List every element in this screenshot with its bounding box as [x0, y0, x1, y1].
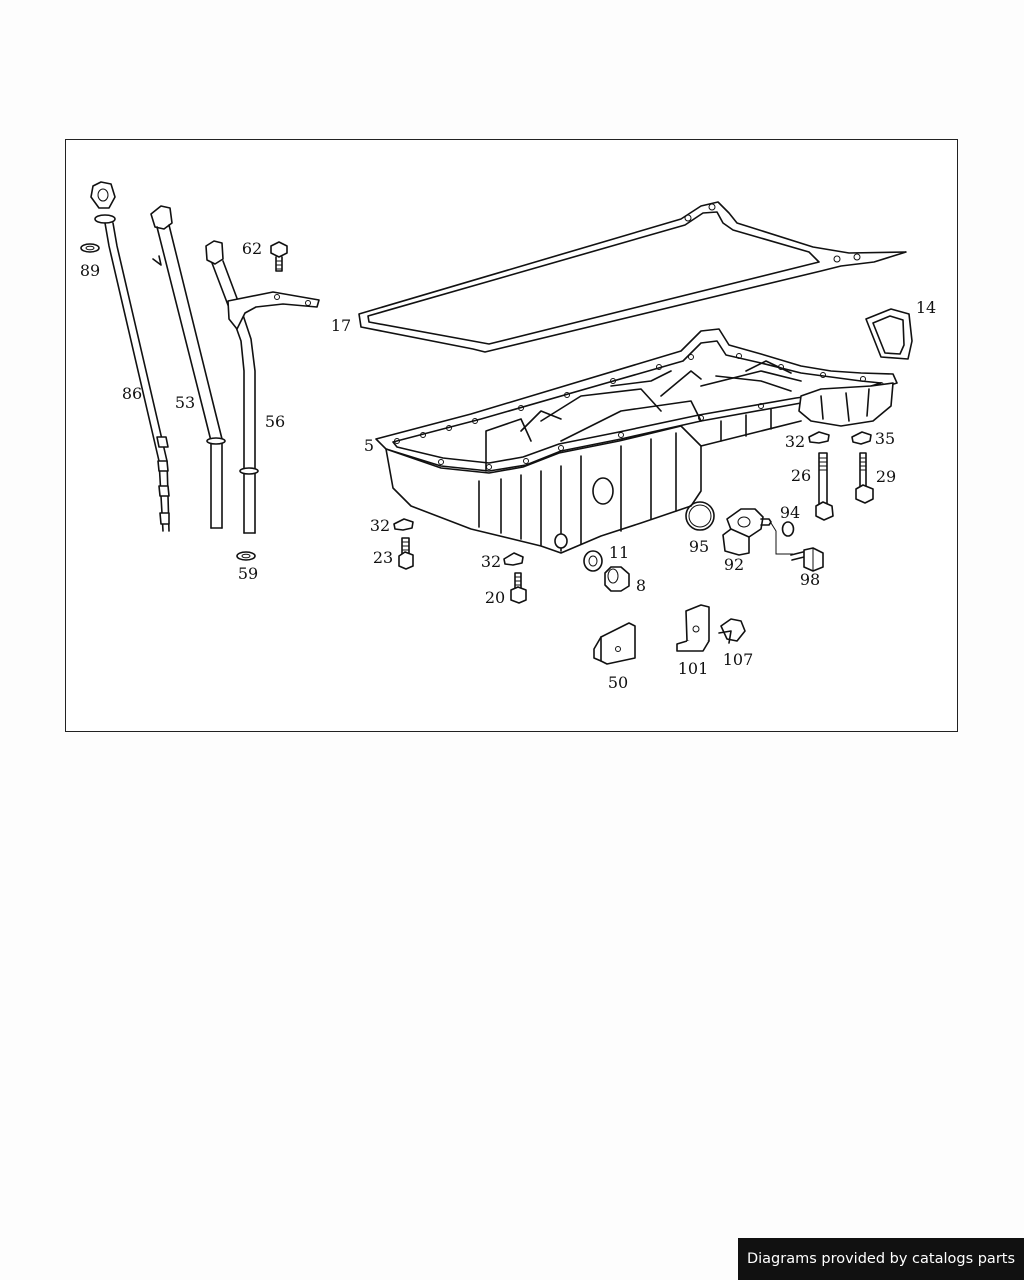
label-56: 56: [265, 412, 285, 431]
bolt-26: [815, 452, 834, 521]
bolt-23: [398, 537, 414, 570]
dipstick-86: [90, 181, 170, 532]
seal-14: [865, 308, 913, 360]
bracket-101: [676, 604, 710, 652]
oil-pan-5: [375, 328, 898, 554]
washer-89: [80, 243, 100, 253]
bolt-29: [855, 452, 874, 504]
bolt-20: [510, 572, 527, 604]
label-23: 23: [373, 548, 393, 567]
diagram-credit-banner: Diagrams provided by catalogs parts: [738, 1238, 1024, 1280]
label-14: 14: [916, 298, 936, 317]
washer-32-right: [808, 431, 830, 444]
label-29: 29: [876, 467, 896, 486]
sensor-92: [722, 508, 793, 556]
o-ring-94: [781, 521, 795, 537]
bracket-50: [593, 622, 636, 665]
label-101: 101: [678, 659, 709, 678]
label-26: 26: [791, 466, 811, 485]
label-62: 62: [242, 239, 262, 258]
label-35: 35: [875, 429, 895, 448]
label-5: 5: [364, 436, 374, 455]
label-95: 95: [689, 537, 709, 556]
parts-diagram-frame: 89 62 86 53 56 59 17 14 5 32 35 26 29 94…: [65, 139, 958, 732]
label-107: 107: [723, 650, 754, 669]
gasket-17: [358, 201, 907, 353]
label-11: 11: [609, 543, 629, 562]
label-86: 86: [122, 384, 142, 403]
drain-plug-8: [604, 566, 630, 592]
oil-pan-exploded-diagram: 89 62 86 53 56 59 17 14 5 32 35 26 29 94…: [80, 181, 936, 692]
label-98: 98: [800, 570, 820, 589]
label-59: 59: [238, 564, 258, 583]
washer-59: [236, 551, 256, 561]
label-94: 94: [780, 503, 800, 522]
part-labels: 89 62 86 53 56 59 17 14 5 32 35 26 29 94…: [80, 239, 936, 692]
label-8: 8: [636, 576, 646, 595]
label-32-right: 32: [785, 432, 805, 451]
washer-32-left: [393, 518, 414, 531]
label-92: 92: [724, 555, 744, 574]
sealing-ring-11: [583, 550, 603, 572]
credit-text: Diagrams provided by catalogs parts: [746, 1251, 1016, 1267]
label-32-left: 32: [370, 516, 390, 535]
label-89: 89: [80, 261, 100, 280]
label-53: 53: [175, 393, 195, 412]
bolt-98: [790, 547, 824, 572]
label-20: 20: [485, 588, 505, 607]
washer-32-middle: [503, 552, 524, 566]
clip-107: [718, 618, 746, 644]
label-17: 17: [331, 316, 351, 335]
guide-tube-56: [205, 240, 320, 534]
washer-35: [851, 431, 872, 445]
guide-tube-53: [150, 205, 226, 529]
label-32-middle: 32: [481, 552, 501, 571]
o-ring-95: [685, 501, 715, 531]
bolt-62: [270, 241, 288, 272]
label-50: 50: [608, 673, 628, 692]
